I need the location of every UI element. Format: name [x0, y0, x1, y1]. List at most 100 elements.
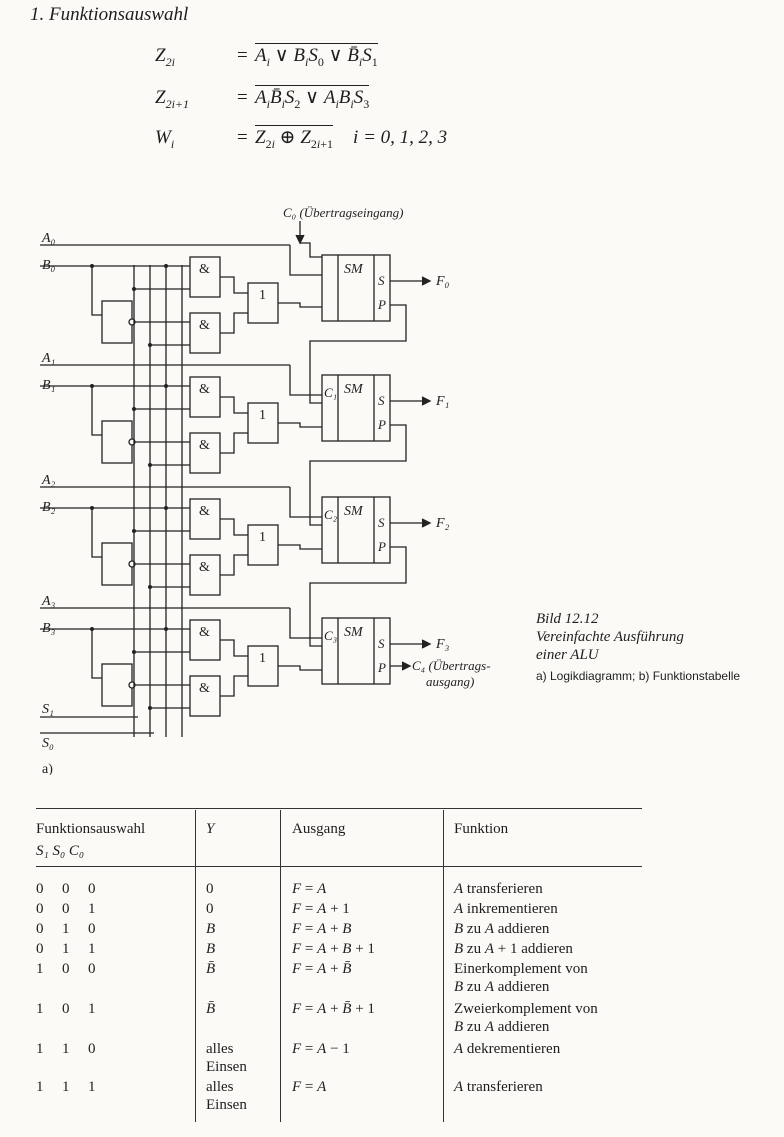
sum-module — [321, 374, 391, 442]
wire — [220, 432, 248, 454]
and-gate-label: & — [199, 625, 210, 640]
sum-output-label: S — [378, 515, 385, 530]
wire — [278, 544, 322, 550]
or-gate-label: 1 — [259, 408, 266, 423]
table-divider — [443, 810, 444, 1122]
arrow-head — [421, 276, 432, 286]
input-label-a: A₂ — [41, 473, 56, 488]
output-label: F₃ — [435, 637, 450, 652]
carry-label: C₃ — [324, 628, 337, 643]
y-cell: 0 — [206, 901, 214, 917]
or-gate-label: 1 — [259, 288, 266, 303]
output-cell: F = A — [292, 1079, 327, 1095]
wire — [289, 245, 322, 276]
wire — [220, 396, 248, 414]
caption-title: Bild 12.12 — [536, 611, 599, 627]
carry-label: C₁ — [324, 385, 337, 400]
output-cell: F = A — [292, 881, 327, 897]
carry-out-label: ausgang) — [426, 674, 474, 689]
equation: Z2i+1=AiB̄iS2 ∨ AiBiS3 — [155, 85, 370, 111]
input-label-a: A₃ — [41, 594, 56, 609]
and-gate-label: & — [199, 681, 210, 696]
output-label: F₀ — [435, 274, 450, 289]
wire — [220, 554, 248, 576]
panel-label: a) — [42, 762, 53, 775]
header-y: Y — [206, 821, 215, 837]
figure-caption: Bild 12.12 Vereinfachte Ausführung einer… — [536, 610, 740, 685]
y-cell: 0 — [206, 881, 214, 897]
function-cell: B zu A + 1 addieren — [454, 941, 573, 957]
output-cell: F = A + B — [292, 921, 352, 937]
input-label-b: B₃ — [42, 621, 56, 636]
table-divider — [195, 810, 196, 1122]
function-cell: A transferieren — [454, 881, 543, 897]
function-cell: B zu A addieren — [454, 921, 550, 937]
output-label: F₂ — [435, 516, 450, 531]
or-gate-label: 1 — [259, 651, 266, 666]
output-cell: F = A − 1 — [292, 1041, 350, 1057]
wire — [289, 487, 322, 518]
caption-sub: a) Logikdiagramm; b) Funktionstabelle — [536, 669, 741, 683]
arrow-head — [401, 661, 412, 671]
arrow-head — [295, 234, 305, 245]
wire — [278, 422, 322, 428]
and-gate-label: & — [199, 318, 210, 333]
table-top-rule — [36, 808, 642, 809]
table-header-rule — [36, 866, 642, 867]
and-gate-label: & — [199, 382, 210, 397]
y-cell: B — [206, 921, 216, 937]
header-selection: Funktionsauswahl — [36, 821, 146, 837]
sum-module-label: SM — [344, 504, 364, 519]
sum-module — [321, 254, 391, 322]
sum-module — [321, 617, 391, 685]
output-label: F₁ — [435, 394, 449, 409]
wire — [91, 508, 102, 558]
and-gate-label: & — [199, 438, 210, 453]
function-cell: A transferieren — [454, 1079, 543, 1095]
arrow-head — [421, 518, 432, 528]
propagate-label: P — [377, 660, 386, 675]
input-label-a: A₁ — [41, 351, 55, 366]
sum-module-label: SM — [344, 625, 364, 640]
sum-module-label: SM — [344, 262, 364, 277]
and-gate-label: & — [199, 262, 210, 277]
sum-module-label: SM — [344, 382, 364, 397]
select-label-s1: S₁ — [42, 702, 54, 717]
y-cell: B — [206, 941, 216, 957]
input-label-a: A₀ — [41, 231, 56, 246]
wire — [289, 608, 322, 639]
carry-wire — [309, 304, 407, 404]
sum-module — [321, 496, 391, 564]
carry-out-label: C₄ (Übertrags- — [412, 658, 491, 673]
sum-output-label: S — [378, 273, 385, 288]
propagate-label: P — [377, 539, 386, 554]
sum-output-label: S — [378, 393, 385, 408]
inverter-box — [101, 542, 133, 586]
arrow-head — [421, 396, 432, 406]
arrow-head — [421, 639, 432, 649]
carry-in-wire — [300, 242, 322, 258]
wire — [278, 302, 322, 308]
wire — [91, 266, 102, 316]
caption-line: Vereinfachte Ausführung — [536, 629, 684, 645]
sum-output-label: S — [378, 636, 385, 651]
wire — [220, 276, 248, 294]
wire — [220, 639, 248, 657]
output-cell: F = A + B + 1 — [292, 941, 375, 957]
inverter-box — [101, 663, 133, 707]
wire — [220, 518, 248, 536]
wire — [220, 675, 248, 697]
wire — [91, 386, 102, 436]
equation: Z2i=Ai ∨ BiS0 ∨ B̄iS1 — [155, 43, 378, 69]
